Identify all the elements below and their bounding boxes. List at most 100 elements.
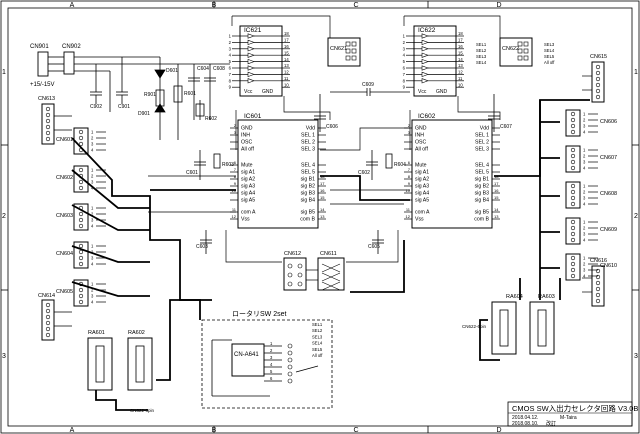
pin-number: 13 (320, 214, 325, 219)
buffer-icon (421, 58, 429, 65)
cn611-label: CN611 (320, 251, 337, 257)
connector-label: CN608 (600, 191, 617, 197)
connector-label: CN604 (56, 251, 73, 257)
pin-number: 2 (234, 123, 237, 128)
c603-label: C603 (196, 244, 208, 250)
pin-label: sig B2 (475, 184, 490, 190)
pin-pad (351, 48, 357, 54)
pin-number: 3 (91, 180, 94, 185)
pin-number: 18 (284, 31, 289, 36)
pin-number: 6 (229, 66, 232, 71)
pin-label: sig B2 (301, 184, 316, 190)
ic621-ref: IC621 (244, 27, 262, 34)
pin-number: 2 (408, 123, 411, 128)
pin-pad (517, 41, 523, 47)
pin-number: 6 (234, 160, 237, 165)
connector-body (73, 165, 89, 193)
connector-label: CN605 (56, 289, 73, 295)
pin-pad (595, 82, 601, 88)
pin-label: INH (415, 133, 424, 139)
pin-label: sig B3 (475, 191, 490, 197)
pin-number: 17 (494, 181, 499, 186)
cn613: CN613 (38, 96, 55, 145)
row-label-2-right: 2 (634, 213, 638, 220)
pin-pad (45, 308, 51, 314)
pin-number: 11 (232, 207, 237, 212)
pin-number: 4 (91, 300, 94, 305)
pin-pad (287, 281, 293, 287)
pin-number: 1 (91, 282, 94, 287)
pin-pad (595, 70, 601, 76)
pin-number: 6 (270, 376, 273, 381)
pin-pad (595, 292, 601, 298)
connector-body (565, 145, 581, 173)
pin-label: sig A5 (241, 198, 255, 204)
pin-number: 13 (494, 214, 499, 219)
title-revision: 改訂 (546, 420, 556, 427)
pin-number: 7 (403, 72, 406, 77)
pin-pad (570, 201, 576, 207)
sel-label: SEL2 (312, 328, 323, 333)
pin-number: 15 (458, 50, 463, 55)
wiring (54, 15, 592, 411)
sel-label: SEL1 (312, 322, 323, 327)
r604-label: R604 (394, 162, 406, 168)
col-label-b-bottom: B (212, 427, 217, 434)
buffer-icon (247, 58, 255, 65)
pin-number: 2 (91, 136, 94, 141)
pin-number: 4 (583, 238, 586, 243)
pin-number: 13 (458, 63, 463, 68)
pin-number: 7 (229, 72, 232, 77)
ic602-ref: IC602 (418, 113, 436, 120)
c608-label: C608 (213, 66, 225, 72)
pin-pad (595, 268, 601, 274)
pin-label: com B (300, 217, 315, 223)
col-label-c-bottom: C (353, 427, 358, 434)
pin-number: 3 (583, 196, 586, 201)
jumper-line (321, 263, 341, 273)
pin-pad (570, 153, 576, 159)
pin-number: 15 (320, 195, 325, 200)
pin-pad (595, 286, 601, 292)
pin-number: 15 (494, 195, 499, 200)
pin-number: 3 (403, 46, 406, 51)
pin-number: 2 (91, 174, 94, 179)
pin-label: OSC (415, 140, 426, 146)
pin-label: SEL 2 (301, 140, 315, 146)
pin-number: 7 (234, 167, 237, 172)
pin-number: 4 (91, 224, 94, 229)
c607-label: C607 (500, 124, 512, 130)
pin-number: 10 (406, 188, 411, 193)
ic-support-parts (194, 88, 500, 254)
connector-body (73, 241, 89, 269)
ic621-gnd: GND (262, 89, 274, 95)
pin-number: 1 (583, 256, 586, 261)
pin-label: Vdd (480, 126, 489, 132)
pin-pad (45, 112, 51, 118)
pin-pad (45, 136, 51, 142)
c605-label: C605 (368, 244, 380, 250)
pin-label: Vss (415, 217, 424, 223)
pin-label: com A (241, 210, 256, 216)
pin-label: All off (241, 147, 254, 153)
cn616: CN616 (590, 258, 607, 307)
row-label-2: 2 (2, 213, 6, 220)
pin-number: 12 (232, 214, 237, 219)
pin-pad (287, 263, 293, 269)
pin-number: 1 (583, 184, 586, 189)
pin-pad (570, 189, 576, 195)
pin-pad (570, 255, 576, 261)
pin-pad (78, 255, 84, 261)
pin-pad (297, 263, 303, 269)
pin-label: Mute (241, 163, 253, 169)
col-label-a: A (70, 2, 75, 9)
cn614-label: CN614 (38, 293, 55, 299)
pin-label: sig A2 (415, 177, 429, 183)
pin-pad (45, 124, 51, 130)
